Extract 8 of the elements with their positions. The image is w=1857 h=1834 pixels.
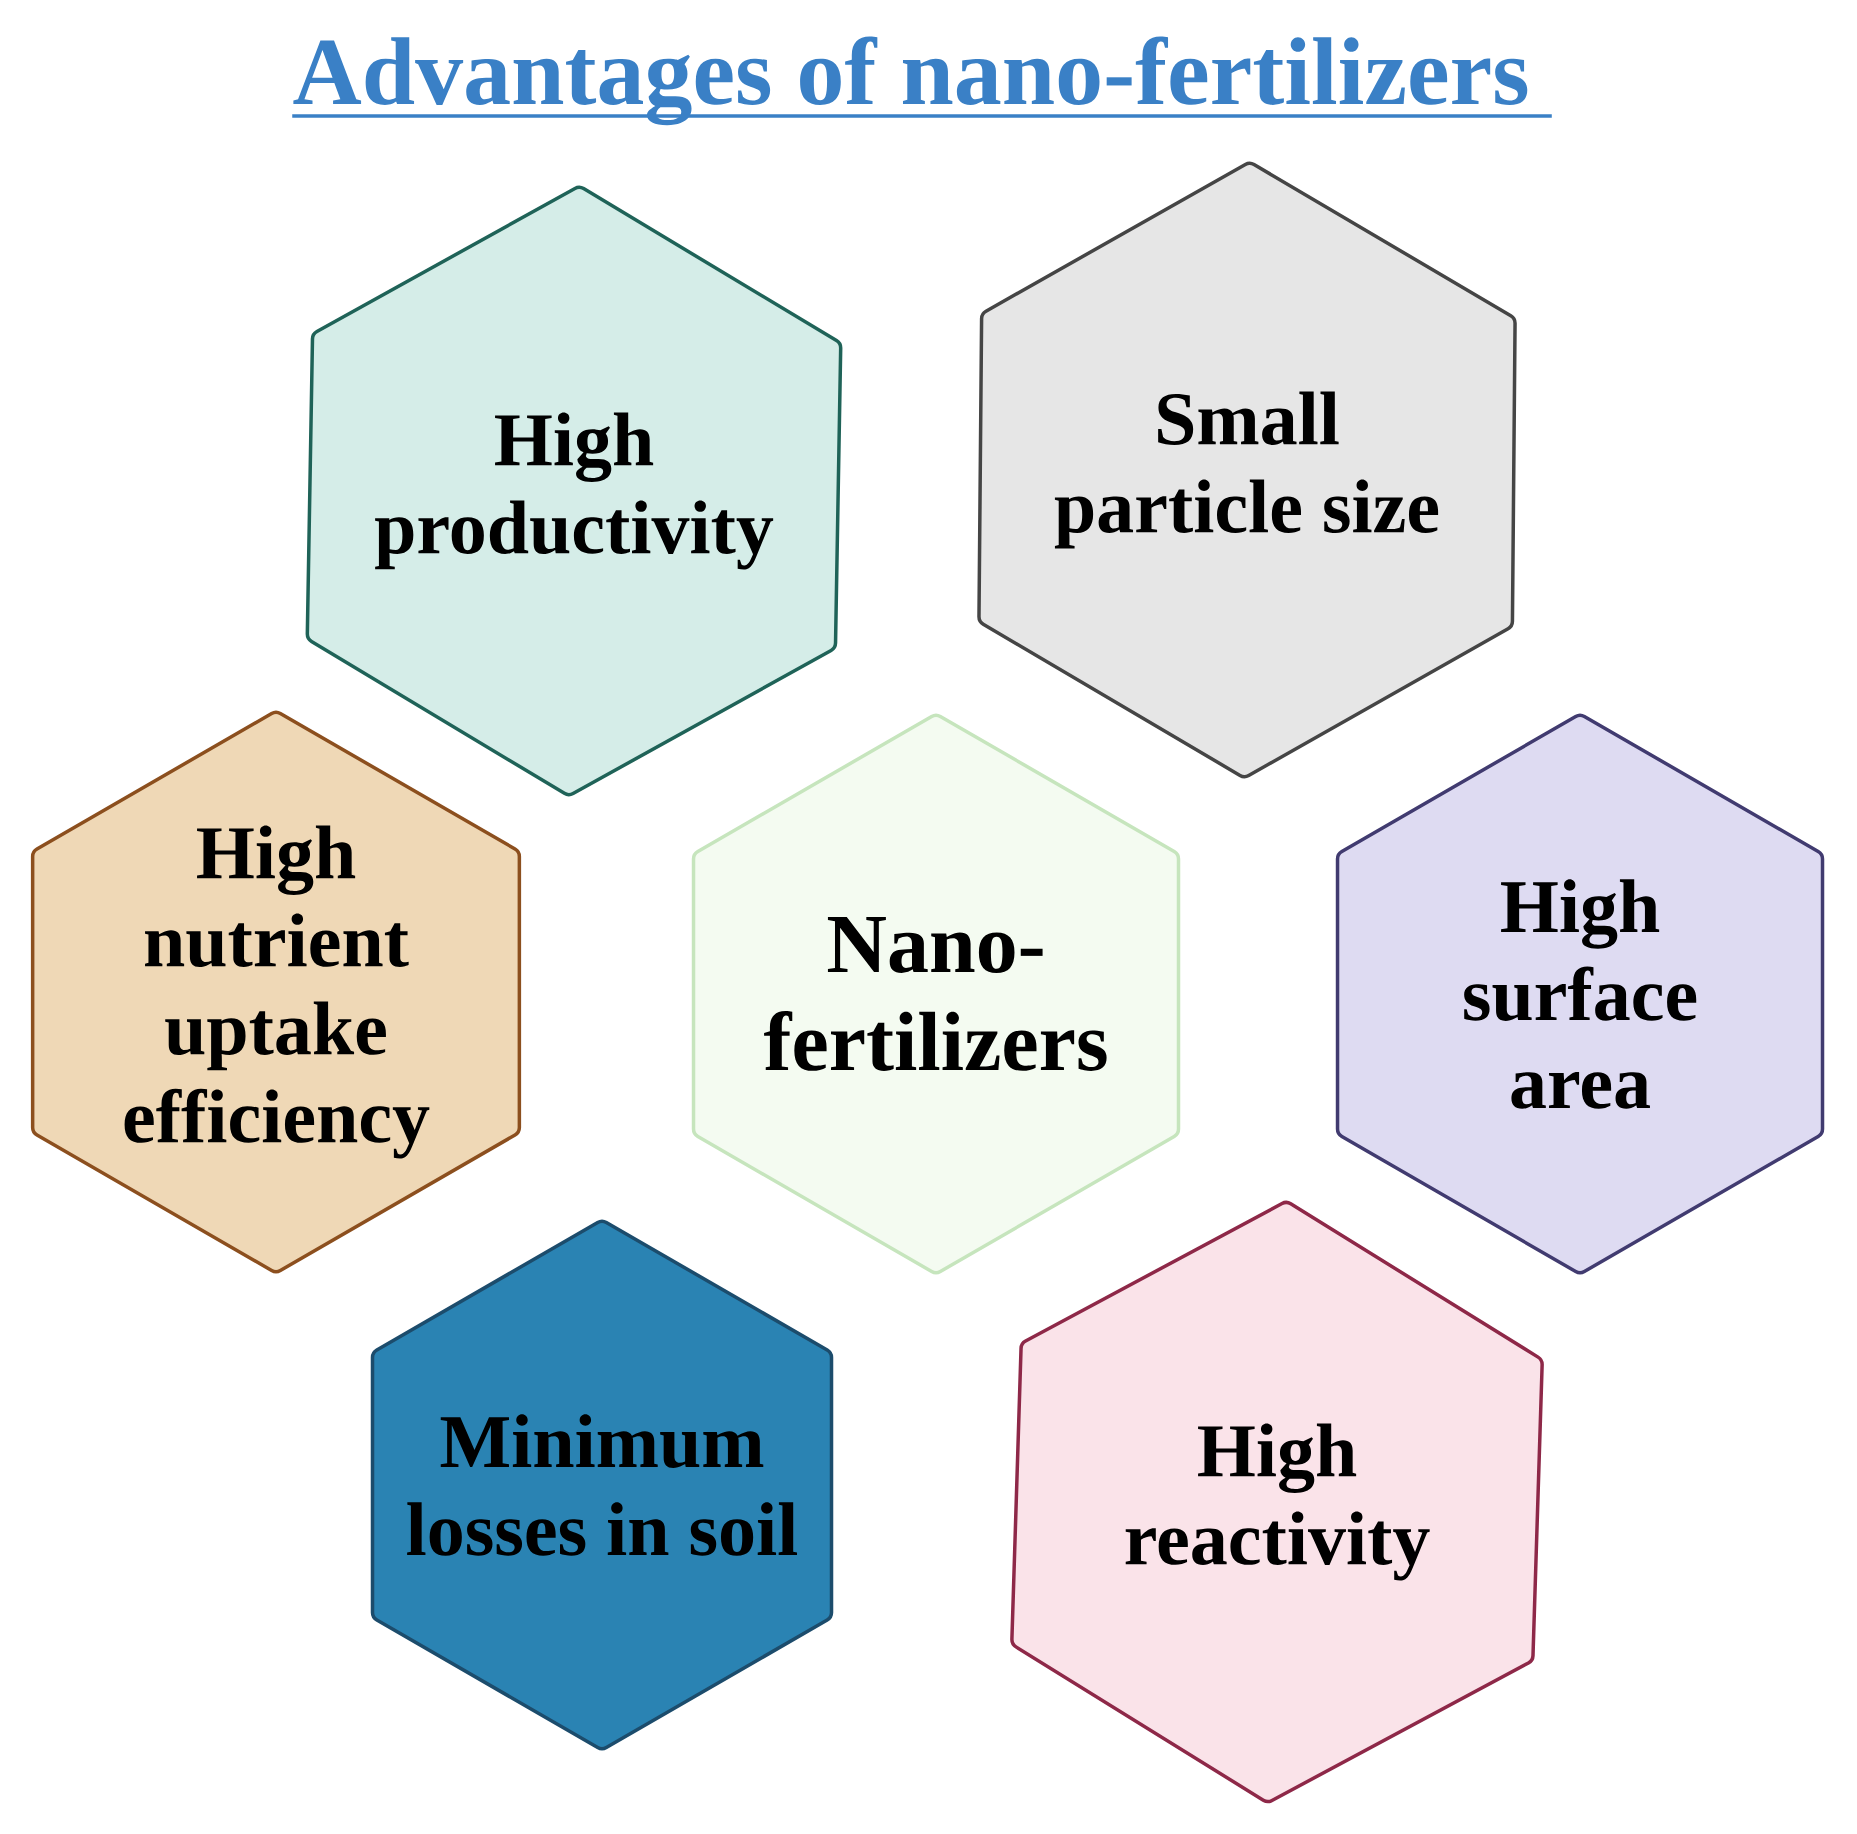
hexagon: High reactivity <box>1010 1200 1544 1804</box>
hexagon: Nano-fertilizers <box>691 713 1181 1275</box>
hexagon: Minimum losses in soil <box>370 1219 834 1751</box>
hexagon: High surface area <box>1335 713 1825 1275</box>
hexagon: High productivity <box>305 185 843 797</box>
hexagon: Small particle size <box>977 161 1517 779</box>
hexagon: High nutrient uptake efficiency <box>30 710 522 1274</box>
title: Advantages of nano-fertilizers <box>292 36 1552 126</box>
